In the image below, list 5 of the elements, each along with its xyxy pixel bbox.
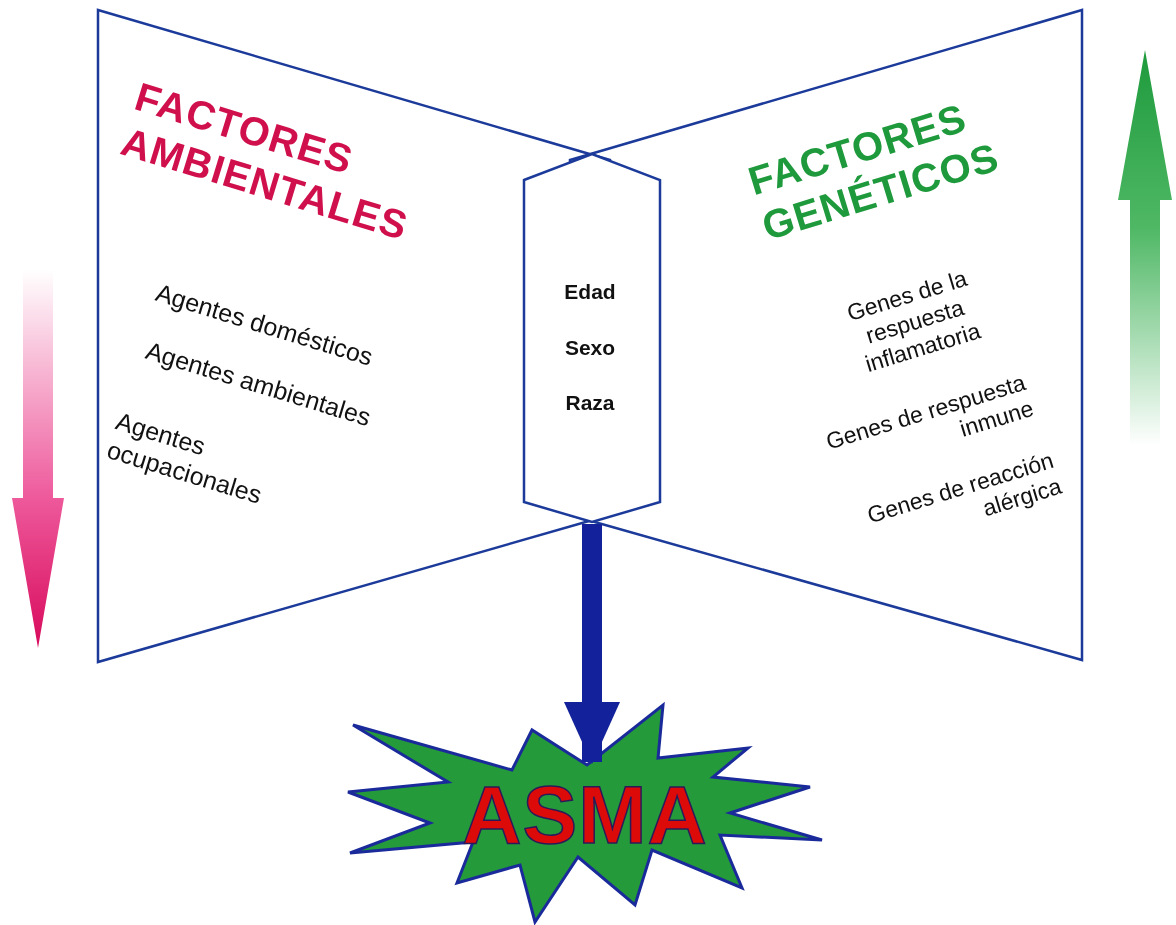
factor-label: Raza [564, 390, 616, 416]
list-item: Genes de reacción alérgica [864, 447, 1065, 531]
factor-label: Sexo [563, 335, 617, 361]
factor-label: Edad [563, 279, 617, 305]
burst-label: ASMA [461, 767, 709, 862]
